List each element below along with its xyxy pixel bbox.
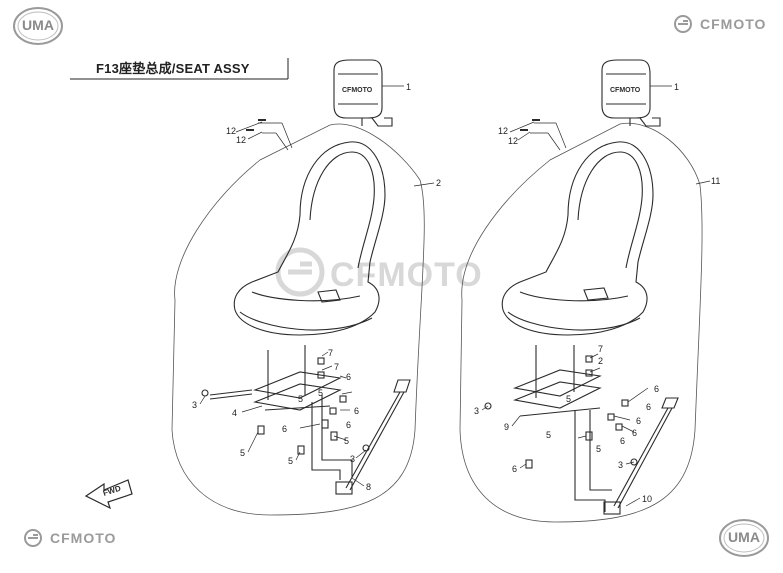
cfmoto-emblem-icon [674,15,692,33]
callout-8-left: 8 [366,482,371,492]
callout-5b-right: 5 [596,444,601,454]
callout-5a-right: 5 [546,430,551,440]
right-headrest: CFMOTO [601,59,661,127]
callout-5c-right: 5 [566,394,571,404]
left-headrest: CFMOTO [333,59,393,127]
callout-6a-left: 6 [282,424,287,434]
callout-11-right: 11 [711,176,720,186]
callout-6b-left: 6 [346,372,351,382]
callout-7-right: 7 [598,344,603,354]
fwd-label: FWD [102,484,122,498]
watermark-text: CFMOTO [330,256,483,294]
callout-6b-right: 6 [654,384,659,394]
callout-3a-left: 3 [192,400,197,410]
callout-6e-right: 6 [632,428,637,438]
cfmoto-emblem-icon [24,529,42,547]
diagram-title: F13座垫总成/SEAT ASSY [96,61,250,76]
cfmoto-logo-top-right: CFMOTO [672,15,766,33]
callout-1-right: 1 [674,82,679,92]
left-leaders [199,85,435,487]
callout-10-right: 10 [642,494,652,504]
left-fasteners [201,119,370,455]
forward-arrow: FWD [84,479,133,510]
callout-6f-right: 6 [620,436,625,446]
right-leaders [481,85,711,507]
callout-1-left: 1 [406,82,411,92]
callout-6d-left: 6 [346,420,351,430]
callout-6c-right: 6 [646,402,651,412]
cfmoto-text-bottom-left: CFMOTO [50,530,117,546]
cfmoto-text-top-right: CFMOTO [700,16,767,32]
callout-9-right: 9 [504,422,509,432]
callout-3b-left: 3 [350,454,355,464]
callout-7a-left: 7 [328,348,333,358]
left-callouts: 1 2 12 12 3 3 4 5 5 5 5 6 6 6 6 7 7 8 5 [192,82,441,492]
callout-3b-right: 3 [618,460,623,470]
uma-logo-text-bottom-right: UMA [728,529,760,545]
uma-logo-text-top-left: UMA [22,17,54,33]
callout-6a-right: 6 [512,464,517,474]
uma-logo-top-left [13,7,63,45]
cfmoto-logo-bottom-left: CFMOTO [22,529,116,547]
callout-2-right: 2 [598,356,603,366]
callout-7b-left: 7 [334,362,339,372]
callout-5e-left: 5 [318,388,323,398]
right-assembly-outline [459,122,703,523]
callout-5c-left: 5 [344,436,349,446]
callout-12b-right: 12 [508,136,518,146]
callout-5a-left: 5 [240,448,245,458]
right-seat-shell [501,141,654,336]
title-frame [70,58,289,80]
headrest-brand-left: CFMOTO [342,87,373,94]
callout-6d-right: 6 [636,416,641,426]
headrest-brand-right: CFMOTO [610,87,641,94]
left-seat-assembly: CFMOTO [171,59,435,516]
uma-logo-bottom-right [719,519,769,557]
callout-2-left: 2 [436,178,441,188]
right-seat-assembly: CFMOTO [459,59,711,523]
right-seat-frame [513,345,679,515]
left-seat-shell [233,141,386,336]
callout-3a-right: 3 [474,406,479,416]
cfmoto-watermark: CFMOTO [275,247,483,297]
callout-4-left: 4 [232,408,237,418]
callout-12b-left: 12 [236,135,246,145]
callout-6c-left: 6 [354,406,359,416]
callout-5b-left: 5 [288,456,293,466]
left-assembly-outline [171,123,425,516]
callout-12a-left: 12 [226,126,236,136]
right-callouts: 1 11 12 12 3 3 9 10 5 5 5 6 6 6 6 6 6 7 … [474,82,720,504]
callout-12a-right: 12 [498,126,508,136]
left-seat-frame [209,345,411,495]
callout-5d-left: 5 [298,394,303,404]
